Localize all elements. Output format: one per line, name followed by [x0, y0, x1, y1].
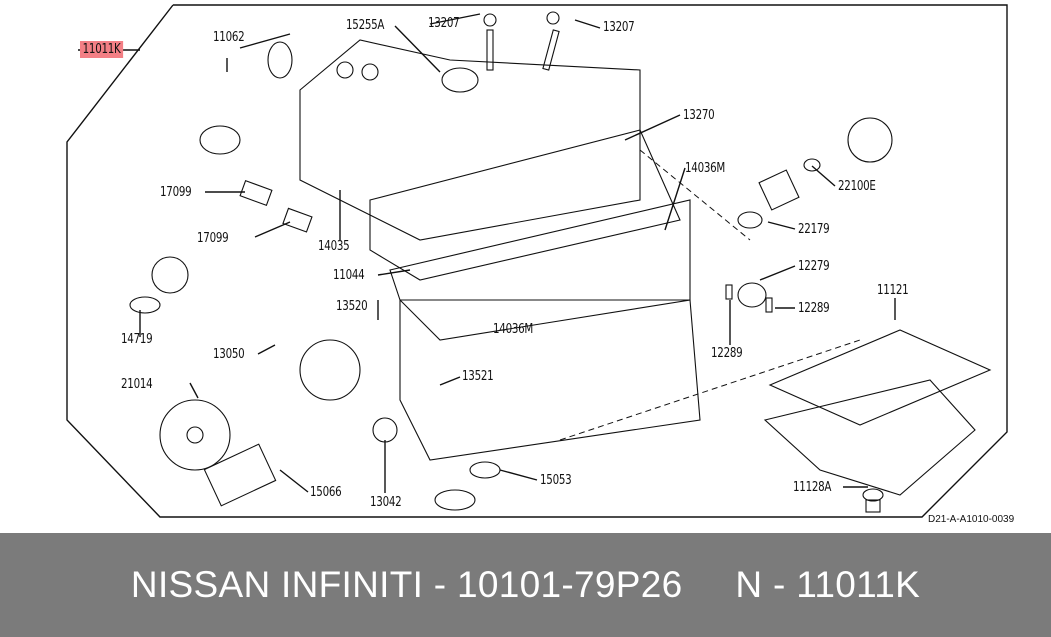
- diagram-frame: [66, 4, 1008, 518]
- part-label[interactable]: 14036M: [685, 161, 726, 176]
- part-label[interactable]: 13050: [213, 347, 245, 362]
- part-label[interactable]: 22100E: [838, 179, 876, 194]
- part-label[interactable]: 17099: [160, 185, 192, 200]
- part-label[interactable]: 11128A: [793, 480, 832, 495]
- part-label[interactable]: 13207: [603, 20, 635, 35]
- oil-pan: [763, 329, 992, 496]
- part-label[interactable]: 13270: [683, 108, 715, 123]
- part-label[interactable]: 15053: [540, 473, 572, 488]
- part-label[interactable]: 17099: [197, 231, 229, 246]
- part-label[interactable]: 15066: [310, 485, 342, 500]
- part-label[interactable]: 13042: [370, 495, 402, 510]
- part-label[interactable]: 12289: [711, 346, 743, 361]
- part-label[interactable]: 14719: [121, 332, 153, 347]
- title-banner: NISSAN INFINITI - 10101-79P26 N - 11011K: [0, 533, 1051, 637]
- part-label[interactable]: 11062: [213, 30, 245, 45]
- banner-text: NISSAN INFINITI - 10101-79P26 N - 11011K: [130, 564, 921, 605]
- part-label[interactable]: 21014: [121, 377, 153, 392]
- part-label[interactable]: 15255A: [346, 18, 385, 33]
- part-label[interactable]: 14035: [318, 239, 350, 254]
- part-label[interactable]: 13207: [428, 16, 460, 31]
- part-label[interactable]: 11121: [877, 283, 909, 298]
- part-label[interactable]: 12279: [798, 259, 830, 274]
- part-label[interactable]: 11044: [333, 268, 365, 283]
- parts-diagram: [66, 4, 1008, 518]
- small-parts: [129, 11, 893, 513]
- part-label[interactable]: 13521: [462, 369, 494, 384]
- cylinder-head: [299, 39, 701, 461]
- drawing-code: D21-A-A1010-0039: [928, 514, 1015, 525]
- part-label[interactable]: 14036M: [493, 322, 534, 337]
- part-label[interactable]: 12289: [798, 301, 830, 316]
- part-label[interactable]: 13520: [336, 299, 368, 314]
- part-label[interactable]: 22179: [798, 222, 830, 237]
- part-label-11011K-highlighted[interactable]: 11011K: [80, 41, 124, 58]
